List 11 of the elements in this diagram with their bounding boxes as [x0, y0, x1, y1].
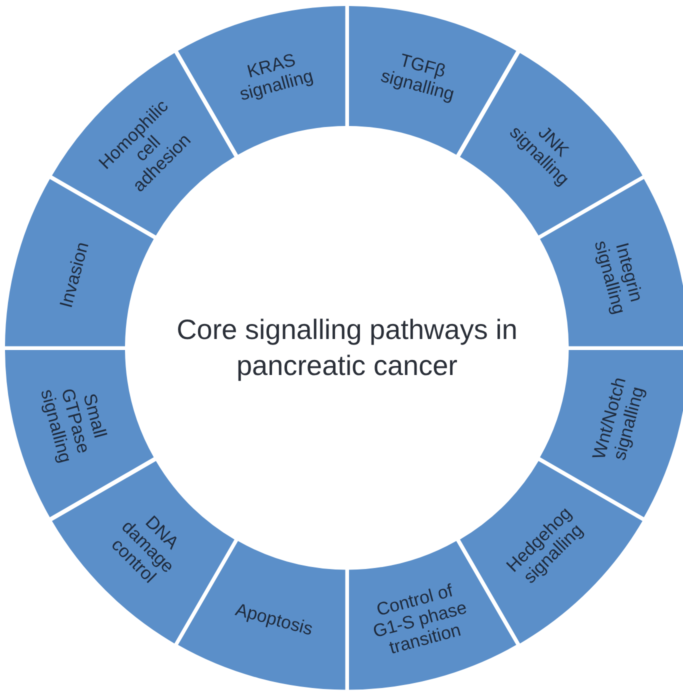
- segment-label: Integrin signalling: [590, 238, 648, 318]
- segment-label: Invasion: [54, 238, 94, 312]
- ring-segment: [52, 52, 234, 236]
- segment-label: Control of G1-S phase transition: [370, 580, 470, 660]
- ring-segment: [5, 350, 154, 518]
- ring-segment: [178, 541, 345, 690]
- segment-label: Small GTPase signalling: [36, 385, 112, 467]
- ring-segment: [460, 52, 642, 236]
- center-title: Core signalling pathways in pancreatic cancer: [176, 313, 518, 384]
- segment-label: Apoptosis: [232, 598, 316, 642]
- segment-label: KRAS signalling: [236, 48, 316, 106]
